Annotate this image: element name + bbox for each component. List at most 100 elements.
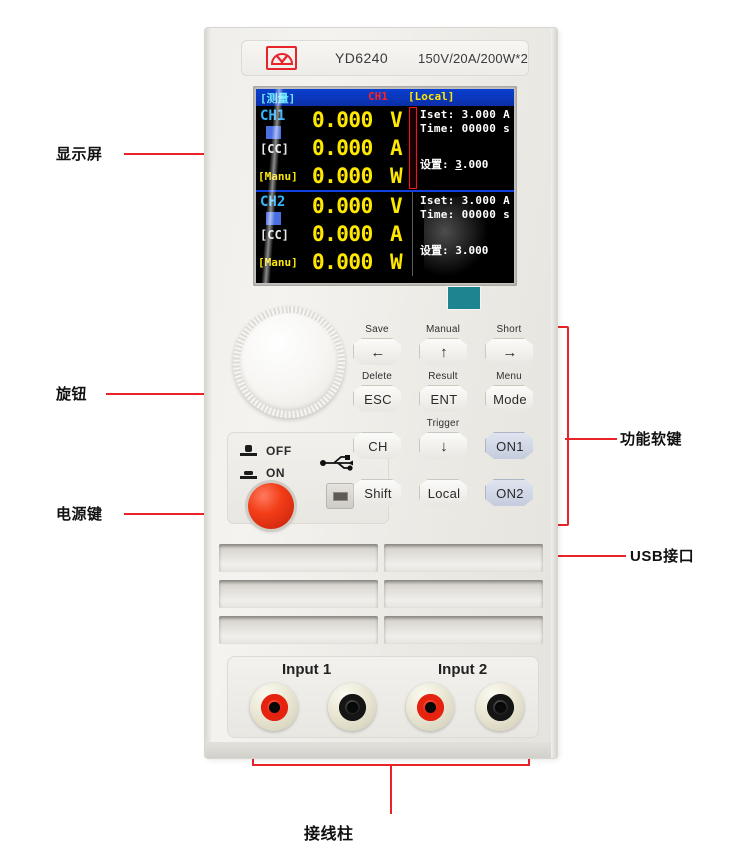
ch2-voltage-unit: V [390,194,403,218]
model-number: YD6240 [335,50,389,66]
key-right-arrow[interactable]: → [485,338,533,365]
ch1-control-mode: [Manu] [258,170,298,183]
power-on-label: ON [266,466,286,480]
ch1-time-label: Time: [420,122,455,135]
ch2-state-square [266,212,281,225]
lcd-channel-block-ch2: CH2 [CC] [Manu] 0.000 V 0.000 A 0.000 W … [256,190,514,276]
power-panel: OFF ON [227,432,389,529]
key-on1[interactable]: ON1 [485,432,533,459]
ch1-time-value: 00000 s [461,122,511,135]
lcd-local-indicator: [Local] [408,90,455,103]
ch1-voltage-value: 0.000 [312,108,373,132]
ch2-voltage-value: 0.000 [312,194,373,218]
input1-label: Input 1 [282,661,332,678]
key-shift-label-manual: Manual [426,324,460,335]
binding-post-input2-negative[interactable] [476,683,524,731]
terminal-panel: Input 1 Input 2 [227,656,539,738]
vent-row [219,616,543,644]
ch2-time-label: Time: [420,208,455,221]
ch2-regulation-mode: [CC] [260,228,289,242]
key-mode[interactable]: Mode [485,385,533,412]
annotation-label-terminals: 接线柱 [304,826,354,843]
vent-slot [384,544,543,572]
ch2-iset-label: Iset: [420,194,455,207]
ch1-iset-value: 3.000 A [461,108,511,121]
key-shift-label-delete: Delete [361,371,393,382]
annotation-leader-terminals [390,764,392,814]
ch1-voltage-unit: V [390,108,403,132]
key-left-arrow[interactable]: ← [353,338,401,365]
rotary-knob[interactable] [233,306,345,418]
key-shift-label-menu: Menu [496,371,522,382]
vent-slot [219,580,378,608]
vent-row [219,580,543,608]
binding-post-input1-negative[interactable] [328,683,376,731]
mini-usb-port-icon[interactable] [326,483,354,509]
ch1-state-square [266,126,281,139]
key-esc[interactable]: ESC [353,385,401,412]
annotation-label-function-keys: 功能软键 [620,431,683,448]
ch1-regulation-mode: [CC] [260,142,289,156]
input2-label: Input 2 [438,661,488,678]
ch2-current-unit: A [390,222,403,246]
lcd-active-channel: CH1 [368,90,388,103]
ch2-control-mode: [Manu] [258,256,298,269]
ch1-setting-rest: .000 [461,158,489,171]
ch2-current-value: 0.000 [312,222,373,246]
ch2-time-value: 00000 s [461,208,511,221]
ch2-parameter-pane: Iset: 3.000 A Time: 00000 s [420,194,510,222]
vent-slot [219,616,378,644]
lcd-titlebar: [测量] CH1 [Local] [256,89,514,106]
key-shift-label-result: Result [428,371,458,382]
vent-slot [384,616,543,644]
ch1-parameter-pane: Iset: 3.000 A Time: 00000 s [420,108,510,136]
ch1-power-value: 0.000 [312,164,373,188]
key-ch[interactable]: CH [353,432,401,459]
ventilation-grille [219,544,543,646]
lcd-bezel: [测量] CH1 [Local] CH1 [CC] [Manu] 0.000 V… [253,86,517,286]
key-shift-label-save: Save [365,324,389,335]
lcd-display: [测量] CH1 [Local] CH1 [CC] [Manu] 0.000 V… [256,89,514,283]
ch1-current-unit: A [390,136,403,160]
vent-slot [384,580,543,608]
key-shift[interactable]: Shift [353,479,401,506]
power-supply-device: YD6240 150V/20A/200W*2 [测量] CH1 [Local] … [205,28,557,758]
usb-icon [320,455,354,471]
ch2-label: CH2 [260,194,286,210]
switch-raised-icon [240,445,257,458]
lcd-mode-indicator: [测量] [260,92,296,105]
binding-post-input1-positive[interactable] [250,683,298,731]
ch1-iset-label: Iset: [420,108,455,121]
ch2-setting-row: 设置: 3.000 [420,242,488,258]
annotation-leader-knob [106,393,266,395]
key-ent[interactable]: ENT [419,385,467,412]
vent-row [219,544,543,572]
annotation-leader-power-button [124,513,268,515]
key-shift-label-short: Short [496,324,522,335]
power-off-label: OFF [266,444,292,458]
spec-rating: 150V/20A/200W*2 [418,50,528,66]
key-up-arrow[interactable]: ↑ [419,338,467,365]
brand-plate: YD6240 150V/20A/200W*2 [241,40,529,76]
ch2-power-unit: W [390,250,403,274]
ch2-power-value: 0.000 [312,250,373,274]
binding-post-input2-positive[interactable] [406,683,454,731]
annotation-leader-function-keys [565,438,617,440]
ch1-cursor-highlight [409,107,417,189]
key-on2[interactable]: ON2 [485,479,533,506]
key-local[interactable]: Local [419,479,467,506]
ch1-setting-label: 设置: [420,158,449,171]
key-down-arrow[interactable]: ↓ [419,432,467,459]
key-shift-label-trigger: Trigger [426,418,460,429]
ch1-setting-row: 设置: 3.000 [420,156,488,172]
teal-sticker [448,287,480,309]
power-button[interactable] [248,483,294,529]
ch2-setting-rest: 3.000 [455,244,489,257]
annotation-label-display: 显示屏 [56,146,103,163]
function-keypad: Save Manual Short ← ↑ → Delete Result Me… [353,324,535,524]
ch1-setting-digit: 3 [455,158,462,171]
annotation-label-usb: USB接口 [630,548,695,565]
ch1-label: CH1 [260,108,286,124]
yd-bird-logo-icon [266,46,298,70]
ch1-power-unit: W [390,164,403,188]
